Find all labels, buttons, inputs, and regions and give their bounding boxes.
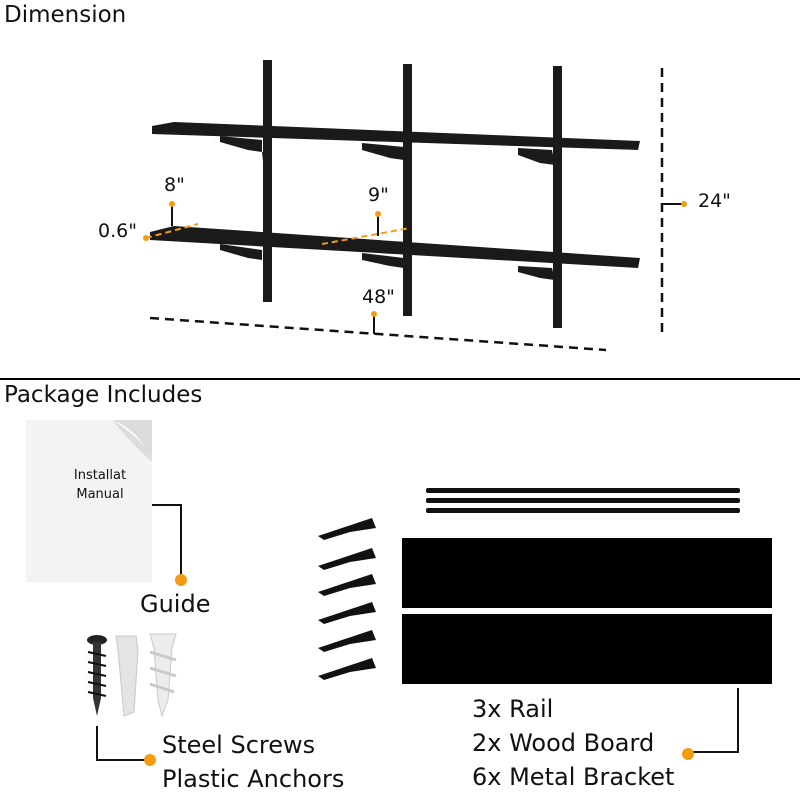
height-label: 24" — [698, 190, 731, 212]
top-shelf-board — [152, 122, 640, 150]
bottom-shelf-board — [150, 226, 640, 268]
manual-text: Installat Manual — [50, 466, 150, 504]
guide-label: Guide — [140, 590, 211, 618]
thickness-label: 0.6" — [98, 220, 137, 242]
rail-icon — [426, 488, 740, 513]
hardware-labels: Steel Screws Plastic Anchors — [162, 728, 344, 796]
dimension-title: Dimension — [4, 2, 127, 28]
parts-labels: 3x Rail 2x Wood Board 6x Metal Bracket — [472, 692, 674, 794]
steel-screws-label: Steel Screws — [162, 731, 316, 759]
manual-page-icon — [26, 420, 152, 582]
package-title: Package Includes — [4, 382, 203, 408]
plastic-anchors-label: Plastic Anchors — [162, 765, 345, 793]
bottom-brackets — [220, 244, 555, 280]
metal-bracket-count-label: 6x Metal Bracket — [472, 763, 675, 791]
top-brackets — [220, 136, 555, 178]
screw-icon — [87, 635, 107, 716]
wood-board-icon — [402, 538, 772, 684]
plastic-anchor-icon — [115, 633, 177, 718]
manual-text-line2: Manual — [76, 487, 124, 502]
spacing-label: 9" — [368, 184, 389, 206]
metal-bracket-icon — [318, 518, 376, 680]
rail-count-label: 3x Rail — [472, 695, 554, 723]
wood-board-count-label: 2x Wood Board — [472, 729, 655, 757]
depth-label: 8" — [164, 174, 185, 196]
rail-icon — [263, 60, 562, 328]
width-label: 48" — [362, 286, 395, 308]
manual-text-line1: Installat — [73, 468, 127, 483]
